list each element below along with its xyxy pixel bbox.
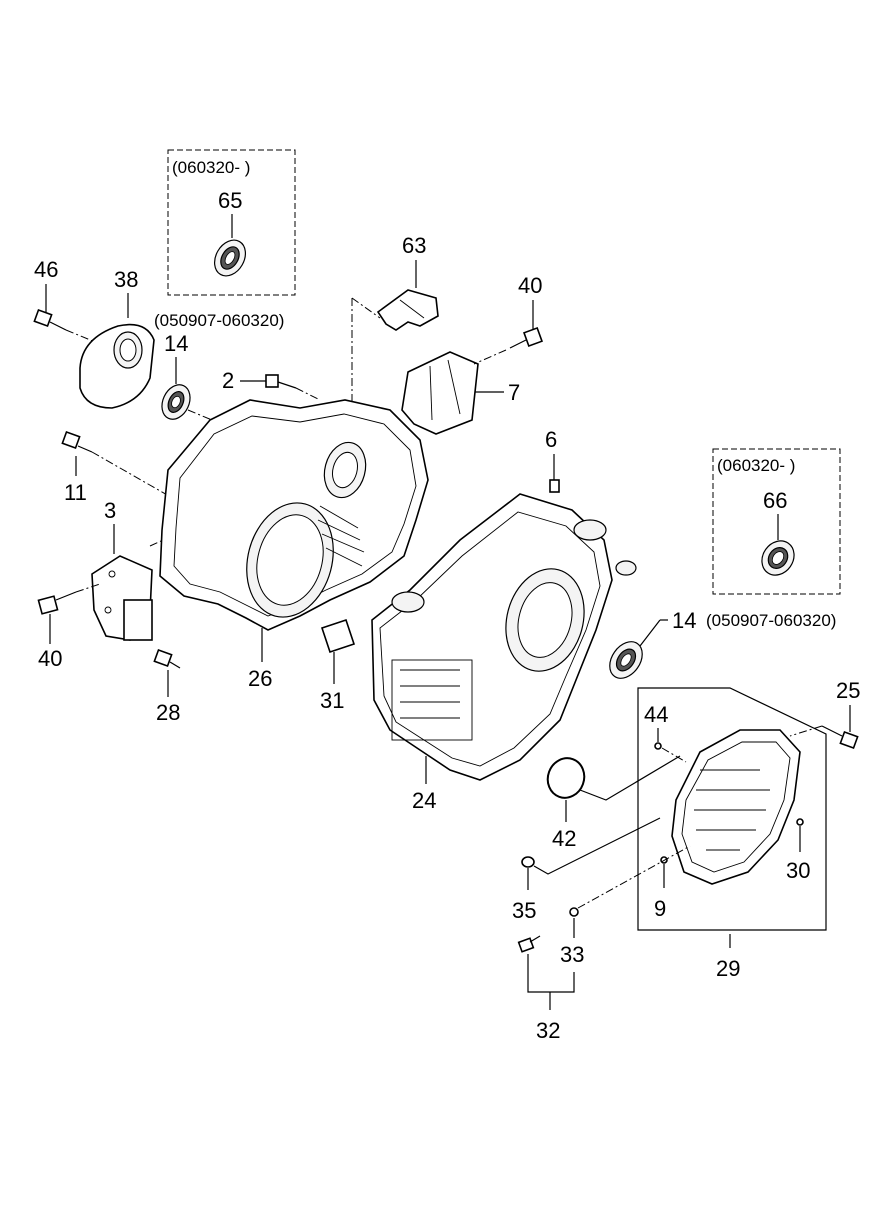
bolt-11: 11 [61,430,177,505]
label-24: 24 [412,788,436,813]
plate-31: 31 [320,618,356,713]
plug-9: 9 [654,856,668,921]
bracket-7: 7 [401,349,520,435]
label-29: 29 [716,956,740,981]
range-note-left: (050907-060320) [154,311,284,330]
variant-box-66: (060320- ) 66 [712,448,841,595]
label-7: 7 [508,380,520,405]
label-26: 26 [248,666,272,691]
plug-30: 30 [786,818,810,883]
range-note-right: (050907-060320) [706,611,836,630]
label-28: 28 [156,700,180,725]
bolt-28: 28 [153,648,180,725]
label-33: 33 [560,942,584,967]
oil-seal-65 [213,239,247,277]
label-40-left: 40 [38,646,62,671]
plug-44: 44 [644,702,687,763]
label-65: 65 [218,188,242,213]
label-38: 38 [114,267,138,292]
converter-housing-26: 26 [159,399,429,691]
label-9: 9 [654,896,666,921]
bracket-63: 63 [351,233,439,420]
label-25: 25 [836,678,860,703]
dowel-pin-6: 6 [545,427,560,493]
bolt-40-left: 40 [37,583,101,671]
label-46: 46 [34,257,58,282]
label-14-left: 14 [164,331,188,356]
variant-code-065: (060320- ) [172,158,250,177]
label-31: 31 [320,688,344,713]
label-3: 3 [104,498,116,523]
bolt-40-top: 40 [509,273,543,349]
washer-33: 33 [560,845,691,967]
transaxle-case-24: 24 [371,493,637,813]
drain-plug-32: 32 [517,935,575,1043]
label-44: 44 [644,702,668,727]
bolt-2: 2 [222,368,321,401]
rear-cover-group-29: 29 [637,687,827,981]
variant-box-65: (060320- ) 65 [167,149,296,296]
label-14-right: 14 [672,608,696,633]
variant-code-066: (060320- ) [717,456,795,475]
bolt-46: 46 [33,257,101,345]
bolt-25: 25 [789,678,860,750]
label-2: 2 [222,368,234,393]
oil-seal-14-left: 14 [161,331,237,431]
o-ring-35: 35 [512,817,661,923]
label-32: 32 [536,1018,560,1043]
label-30: 30 [786,858,810,883]
label-35: 35 [512,898,536,923]
label-40-top: 40 [518,273,542,298]
oil-seal-14-right: 14 [609,608,696,679]
label-6: 6 [545,427,557,452]
bracket-3: 3 [91,498,173,641]
oil-seal-66 [761,540,795,576]
o-ring-42: 42 [546,755,681,851]
label-42: 42 [552,826,576,851]
cover-38: 38 [79,267,155,409]
label-66: 66 [763,488,787,513]
label-11: 11 [64,480,87,505]
label-63: 63 [402,233,426,258]
